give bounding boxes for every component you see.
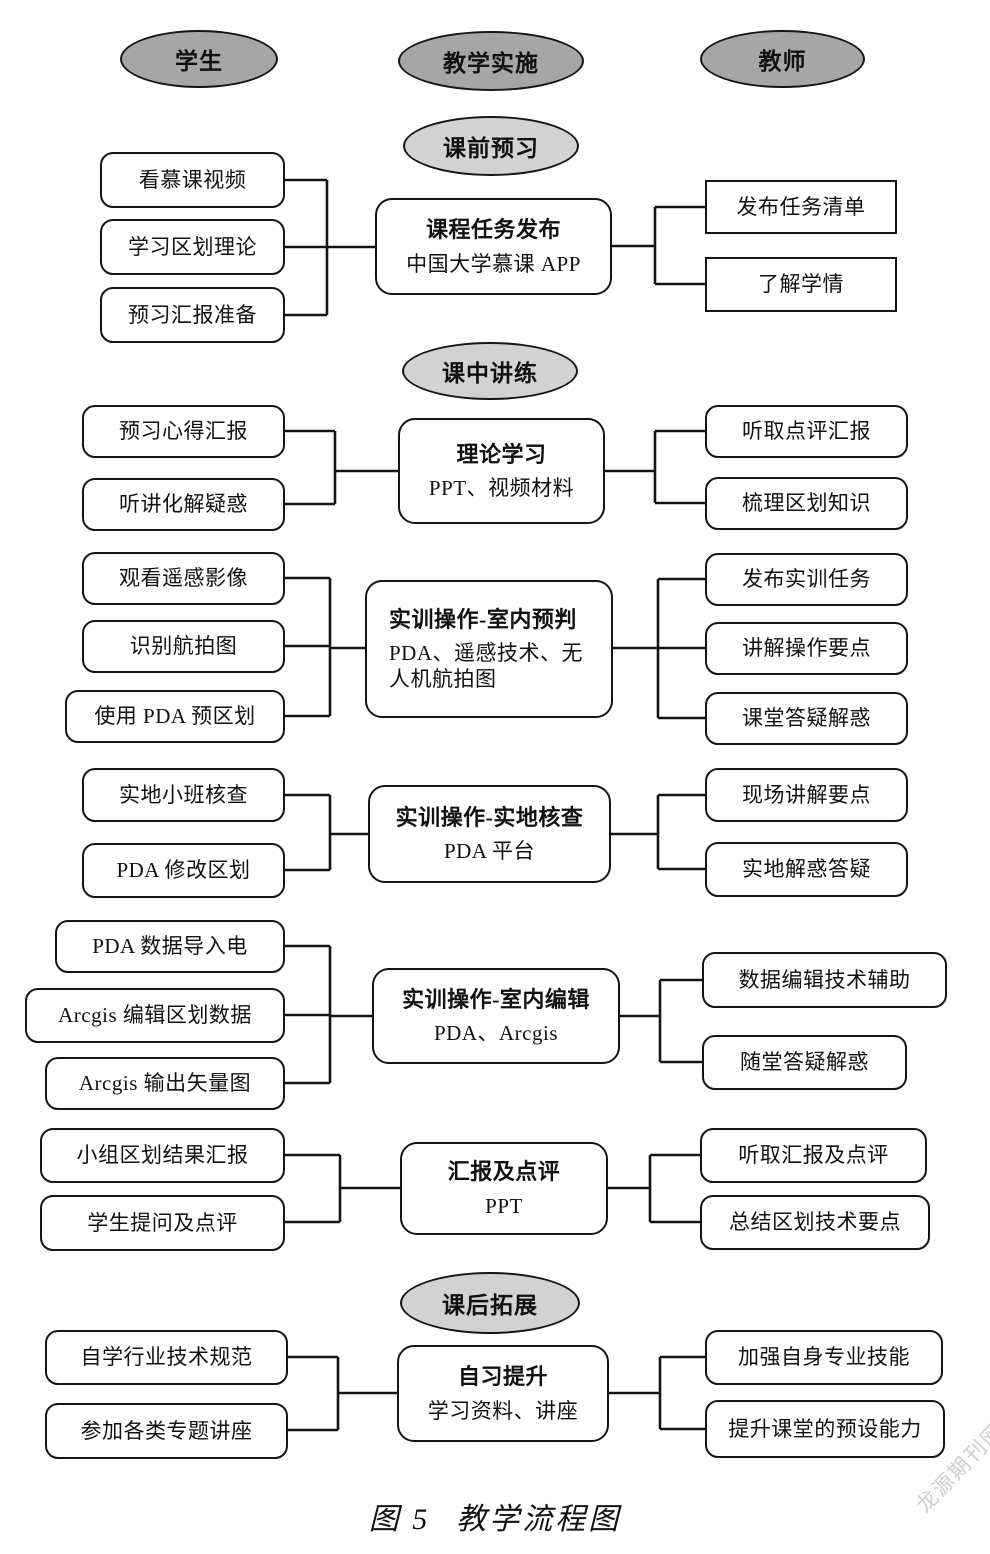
teacher-action-box: 加强自身专业技能 bbox=[705, 1330, 943, 1385]
student-action-box: 参加各类专题讲座 bbox=[45, 1403, 288, 1459]
phase-ellipse-after-class: 课后拓展 bbox=[400, 1272, 580, 1334]
teacher-action-box: 了解学情 bbox=[705, 257, 897, 312]
teacher-action-box: 现场讲解要点 bbox=[705, 768, 908, 822]
center-activity-box: 课程任务发布 中国大学慕课 APP bbox=[375, 198, 612, 295]
student-action-box: PDA 修改区划 bbox=[82, 843, 285, 898]
activity-subtitle: 中国大学慕课 APP bbox=[406, 251, 581, 276]
lane-ellipse-implementation: 教学实施 bbox=[398, 31, 584, 91]
center-activity-box: 汇报及点评 PPT bbox=[400, 1142, 608, 1235]
lane-ellipse-students: 学生 bbox=[120, 30, 278, 88]
student-action-box: Arcgis 编辑区划数据 bbox=[25, 988, 285, 1043]
activity-title: 实训操作-室内编辑 bbox=[402, 986, 590, 1012]
student-action-box: 学习区划理论 bbox=[100, 219, 285, 275]
student-action-box: 预习汇报准备 bbox=[100, 287, 285, 343]
teacher-action-box: 梳理区划知识 bbox=[705, 477, 908, 530]
center-activity-box: 实训操作-实地核查 PDA 平台 bbox=[368, 785, 611, 883]
center-activity-box: 自习提升 学习资料、讲座 bbox=[397, 1345, 609, 1442]
center-activity-box: 实训操作-室内预判 PDA、遥感技术、无人机航拍图 bbox=[365, 580, 613, 718]
student-action-box: Arcgis 输出矢量图 bbox=[45, 1057, 285, 1110]
figure-caption: 图 5 教学流程图 bbox=[0, 1494, 990, 1538]
teacher-action-box: 提升课堂的预设能力 bbox=[705, 1400, 945, 1458]
teacher-action-box: 随堂答疑解惑 bbox=[702, 1035, 907, 1090]
center-activity-box: 理论学习 PPT、视频材料 bbox=[398, 418, 605, 524]
teacher-action-box: 发布任务清单 bbox=[705, 180, 897, 234]
student-action-box: 学生提问及点评 bbox=[40, 1195, 285, 1251]
student-action-box: 识别航拍图 bbox=[82, 620, 285, 673]
activity-subtitle: PDA 平台 bbox=[443, 839, 536, 864]
teacher-action-box: 数据编辑技术辅助 bbox=[702, 952, 947, 1008]
figure-caption-title: 教学流程图 bbox=[456, 1503, 622, 1536]
figure-caption-label: 图 5 bbox=[368, 1503, 431, 1536]
teacher-action-box: 听取点评汇报 bbox=[705, 405, 908, 458]
lane-ellipse-teacher: 教师 bbox=[700, 30, 865, 88]
student-action-box: 实地小班核查 bbox=[82, 768, 285, 822]
activity-title: 理论学习 bbox=[456, 441, 547, 467]
teacher-action-box: 讲解操作要点 bbox=[705, 622, 908, 675]
activity-subtitle: 学习资料、讲座 bbox=[427, 1398, 579, 1423]
activity-title: 自习提升 bbox=[457, 1364, 548, 1390]
student-action-box: 使用 PDA 预区划 bbox=[65, 690, 285, 743]
student-action-box: 小组区划结果汇报 bbox=[40, 1128, 285, 1183]
phase-ellipse-pre-class: 课前预习 bbox=[403, 116, 579, 176]
teacher-action-box: 听取汇报及点评 bbox=[700, 1128, 927, 1183]
phase-ellipse-in-class: 课中讲练 bbox=[402, 342, 578, 400]
activity-title: 实训操作-实地核查 bbox=[395, 804, 584, 830]
student-action-box: 自学行业技术规范 bbox=[45, 1330, 288, 1385]
student-action-box: 观看遥感影像 bbox=[82, 552, 285, 605]
activity-subtitle: PDA、遥感技术、无人机航拍图 bbox=[389, 641, 584, 692]
activity-title: 实训操作-室内预判 bbox=[389, 606, 577, 632]
center-activity-box: 实训操作-室内编辑 PDA、Arcgis bbox=[372, 968, 620, 1064]
teacher-action-box: 发布实训任务 bbox=[705, 553, 908, 606]
teacher-action-box: 实地解惑答疑 bbox=[705, 842, 908, 897]
student-action-box: 看慕课视频 bbox=[100, 152, 285, 208]
student-action-box: 预习心得汇报 bbox=[82, 405, 285, 458]
teacher-action-box: 课堂答疑解惑 bbox=[705, 692, 908, 745]
teacher-action-box: 总结区划技术要点 bbox=[700, 1195, 930, 1250]
activity-title: 汇报及点评 bbox=[447, 1159, 561, 1185]
student-action-box: PDA 数据导入电 bbox=[55, 920, 285, 973]
activity-subtitle: PPT、视频材料 bbox=[428, 476, 575, 501]
student-action-box: 听讲化解疑惑 bbox=[82, 478, 285, 531]
activity-subtitle: PPT bbox=[485, 1193, 523, 1218]
activity-subtitle: PDA、Arcgis bbox=[434, 1021, 558, 1046]
activity-title: 课程任务发布 bbox=[425, 217, 561, 243]
